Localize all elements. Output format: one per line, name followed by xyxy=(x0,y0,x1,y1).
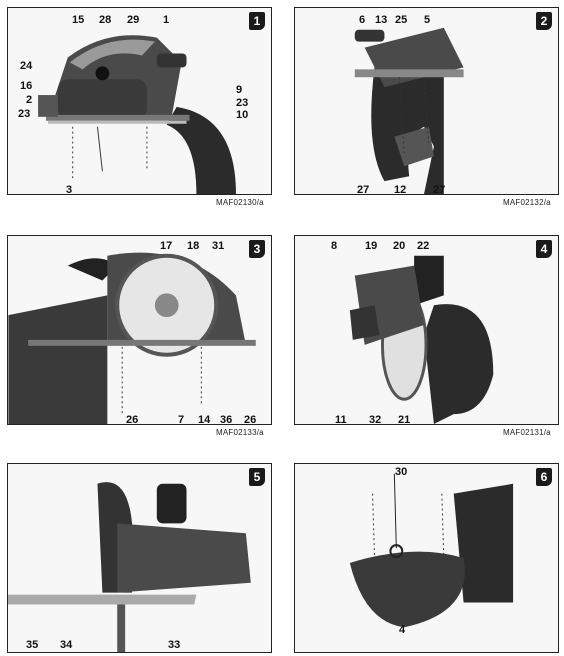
callout-label: 18 xyxy=(187,240,200,252)
figure-code: MAF02133/a xyxy=(216,428,264,437)
callout-label: 8 xyxy=(331,240,338,252)
callout-label: 3 xyxy=(66,184,73,196)
figure-panel-3: 3 17 18 31 26 7 14 36 26 xyxy=(7,235,272,426)
callout-label: 10 xyxy=(236,109,249,121)
saw-top-view-illustration xyxy=(354,27,464,194)
figure-panel-5: 5 35 34 33 xyxy=(7,463,272,653)
saw-blade-guard-illustration xyxy=(349,255,494,424)
saw-side-view-illustration xyxy=(38,35,236,194)
callout-label: 28 xyxy=(99,14,112,26)
figure-number-badge: 2 xyxy=(536,12,552,30)
callout-label: 19 xyxy=(365,240,378,252)
figure-panel-1: 1 15 28 29 1 24 16 9 2 23 23 10 3 xyxy=(7,7,272,196)
callout-label: 33 xyxy=(168,639,181,651)
figure-number-badge: 5 xyxy=(249,468,265,486)
callout-label: 29 xyxy=(127,14,140,26)
callout-label: 15 xyxy=(72,14,85,26)
callout-label: 21 xyxy=(398,414,411,426)
saw-on-guide-rail-illustration xyxy=(8,482,251,652)
callout-label: 23 xyxy=(236,97,249,109)
callout-label: 27 xyxy=(357,184,370,196)
callout-label: 6 xyxy=(359,14,366,26)
callout-label: 30 xyxy=(395,466,408,478)
callout-label: 1 xyxy=(163,14,170,26)
callout-label: 22 xyxy=(417,240,430,252)
callout-label: 16 xyxy=(20,80,33,92)
figure-code: MAF02130/a xyxy=(216,198,264,207)
callout-label: 25 xyxy=(395,14,408,26)
callout-label: 36 xyxy=(220,414,233,426)
saw-blade-view-illustration xyxy=(8,252,256,424)
blade-guard-closeup-illustration xyxy=(349,473,514,628)
callout-label: 26 xyxy=(244,414,257,426)
callout-label: 23 xyxy=(18,108,31,120)
figure-panel-4: 4 8 19 20 22 11 32 21 xyxy=(294,235,559,426)
callout-label: 20 xyxy=(393,240,406,252)
callout-label: 24 xyxy=(20,60,33,72)
figure-number-badge: 1 xyxy=(249,12,265,30)
callout-label: 35 xyxy=(26,639,39,651)
callout-label: 17 xyxy=(160,240,173,252)
figure-code: MAF02131/a xyxy=(503,428,551,437)
callout-label: 12 xyxy=(394,184,407,196)
callout-label: 31 xyxy=(212,240,225,252)
callout-label: 7 xyxy=(178,414,185,426)
callout-label: 5 xyxy=(424,14,431,26)
callout-label: 27 xyxy=(433,184,446,196)
figure-panel-6: 6 30 4 xyxy=(294,463,559,653)
callout-label: 14 xyxy=(198,414,211,426)
callout-label: 13 xyxy=(375,14,388,26)
figure-number-badge: 3 xyxy=(249,240,265,258)
callout-label: 9 xyxy=(236,84,243,96)
figure-panel-2: 2 6 13 25 5 27 12 27 xyxy=(294,7,559,196)
callout-label: 32 xyxy=(369,414,382,426)
callout-label: 2 xyxy=(26,94,33,106)
callout-label: 26 xyxy=(126,414,139,426)
callout-label: 11 xyxy=(335,414,347,426)
figure-number-badge: 6 xyxy=(536,468,552,486)
figure-code: MAF02132/a xyxy=(503,198,551,207)
figure-number-badge: 4 xyxy=(536,240,552,258)
callout-label: 4 xyxy=(399,624,406,636)
callout-label: 34 xyxy=(60,639,73,651)
